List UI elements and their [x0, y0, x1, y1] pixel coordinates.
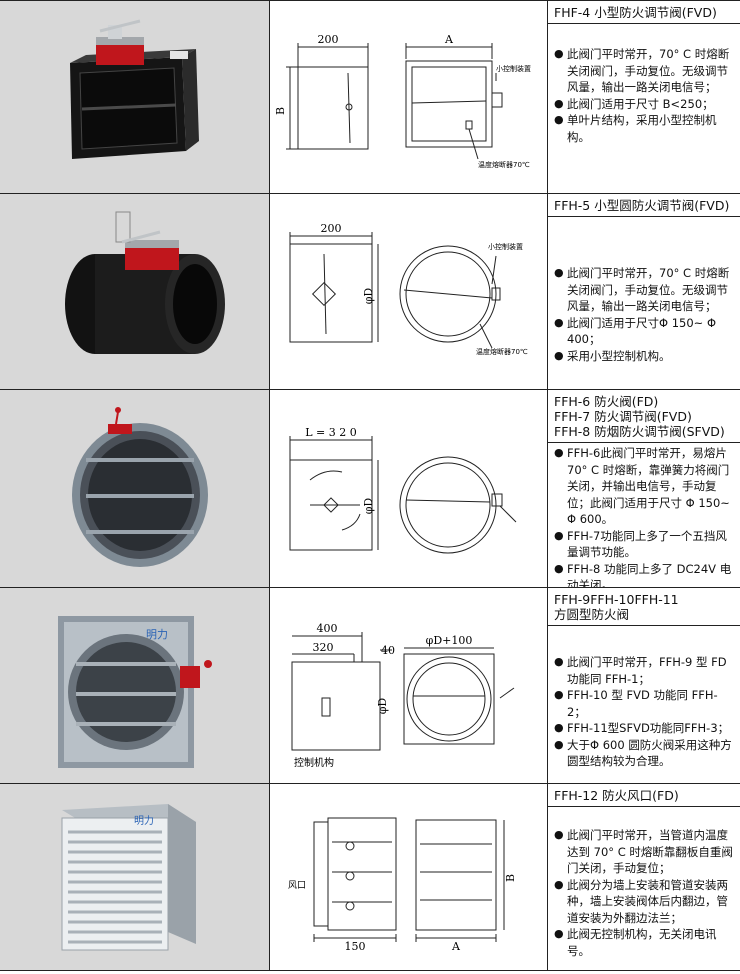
dim-400: 400 [317, 622, 338, 635]
label-control-device: 小控制装置 [488, 242, 523, 251]
dim-b: B [274, 107, 287, 115]
dim-d-plus-100: φD+100 [426, 634, 473, 647]
label-air-port: 风口 [288, 880, 306, 891]
title-line: FFH-8 防烟防火调节阀(SFVD) [554, 424, 725, 439]
title-line: FFH-7 防火调节阀(FVD) [554, 409, 692, 424]
round-damper-photo [65, 211, 225, 354]
spec-panel: FFH-12 防火风口(FD) 此阀门平时常开，当管道内温度达到 70° C 时… [548, 784, 740, 970]
feature-list: FFH-6此阀门平时常开，易熔片70° C 时熔断，靠弹簧力将阀门关闭，并输出电… [548, 445, 740, 594]
title-line: FFH-9FFH-10FFH-11 [554, 592, 679, 607]
technical-drawing: 200 φD 小控制装置 温度熔断器70℃ [270, 194, 548, 389]
brand-logo: 明力 [134, 814, 154, 827]
feature-list: 此阀门平时常开，FFH-9 型 FD 功能同 FFH-1； FFH-10 型 F… [548, 654, 740, 770]
dim-diameter: φD [362, 288, 375, 305]
product-row: 明力 [0, 783, 740, 971]
title-line: FFH-6 防火阀(FD) [554, 394, 659, 409]
fire-damper-drawing: L = 3 2 0 φD [289, 426, 517, 554]
dim-diameter: φD [376, 698, 389, 715]
feature-item: 此阀门平时常开，70° C 时熔断关闭阀门，手动复位。无级调节风量，输出一路关闭… [554, 46, 734, 96]
spec-panel: FHF-4 小型防火调节阀(FVD) 此阀门平时常开，70° C 时熔断关闭阀门… [548, 1, 740, 193]
feature-item: 此阀门适用于尺寸 B<250； [554, 96, 734, 113]
product-title: FFH-6 防火阀(FD) FFH-7 防火调节阀(FVD) FFH-8 防烟防… [548, 390, 740, 443]
dim-a: A [444, 33, 454, 46]
dim-length: L = 3 2 0 [305, 426, 357, 439]
spec-panel: FFH-5 小型圆防火调节阀(FVD) 此阀门平时常开，70° C 时熔断关闭阀… [548, 194, 740, 389]
product-photo: 明力 [0, 588, 270, 783]
round-damper-drawing: 200 φD 小控制装置 温度熔断器70℃ [289, 222, 528, 356]
fire-vent-drawing: 150 A B 风口 [288, 817, 517, 953]
product-title: FFH-12 防火风口(FD) [548, 784, 740, 807]
product-photo [0, 1, 270, 193]
feature-item: 此阀无控制机构，无关闭电讯号。 [554, 926, 734, 959]
title-line: FHF-4 小型防火调节阀(FVD) [554, 5, 717, 20]
feature-item: 此阀门平时常开，当管道内温度达到 70° C 时熔断靠翻板自重阀门关闭，手动复位… [554, 827, 734, 877]
product-title: FFH-9FFH-10FFH-11 方圆型防火阀 [548, 588, 740, 626]
feature-item: FFH-7功能同上多了一个五挡风量调节功能。 [554, 528, 734, 561]
dim-320: 320 [313, 641, 334, 654]
feature-list: 此阀门平时常开，70° C 时熔断关闭阀门，手动复位。无级调节风量，输出一路关闭… [548, 265, 740, 364]
title-line: FFH-12 防火风口(FD) [554, 788, 679, 803]
feature-item: 此阀门适用于尺寸Φ 150~ Φ 400； [554, 315, 734, 348]
title-line: FFH-5 小型圆防火调节阀(FVD) [554, 198, 730, 213]
feature-list: 此阀门平时常开，当管道内温度达到 70° C 时熔断靠翻板自重阀门关闭，手动复位… [548, 827, 740, 959]
dim-a: A [451, 940, 461, 953]
title-line: 方圆型防火阀 [554, 607, 630, 622]
dim-b: B [504, 874, 517, 882]
fire-vent-photo: 明力 [61, 804, 196, 951]
dim-150: 150 [345, 940, 366, 953]
dim-diameter: φD [362, 498, 375, 515]
fire-damper-photo [72, 407, 208, 567]
feature-item: 此阀门平时常开，FFH-9 型 FD 功能同 FFH-1； [554, 654, 734, 687]
dim-length: 200 [318, 33, 339, 46]
product-photo [0, 390, 270, 587]
feature-list: 此阀门平时常开，70° C 时熔断关闭阀门，手动复位。无级调节风量，输出一路关闭… [548, 46, 740, 145]
square-round-damper-drawing: 400 320 40 φD+100 φD 控制机构 [291, 622, 515, 769]
dim-length: 200 [321, 222, 342, 235]
label-fuse: 温度熔断器70℃ [478, 160, 530, 169]
technical-drawing: 150 A B 风口 [270, 784, 548, 970]
label-control-mechanism: 控制机构 [294, 756, 334, 769]
square-damper-drawing: 200 A B 小控制装置 温度熔断器70℃ [274, 33, 531, 169]
spec-panel: FFH-6 防火阀(FD) FFH-7 防火调节阀(FVD) FFH-8 防烟防… [548, 390, 740, 592]
feature-item: FFH-11型SFVD功能同FFH-3； [554, 720, 734, 737]
feature-item: 采用小型控制机构。 [554, 348, 734, 365]
feature-item: 大于Φ 600 圆防火阀采用这种方圆型结构较为合理。 [554, 737, 734, 770]
feature-item: 此阀门平时常开，70° C 时熔断关闭阀门，手动复位。无级调节风量，输出一路关闭… [554, 265, 734, 315]
product-row: 明力 400 [0, 587, 740, 783]
dim-40: 40 [381, 644, 395, 657]
brand-logo: 明力 [146, 628, 168, 641]
feature-item: FFH-10 型 FVD 功能同 FFH-2； [554, 687, 734, 720]
product-title: FHF-4 小型防火调节阀(FVD) [548, 1, 740, 24]
product-photo: 明力 [0, 784, 270, 970]
technical-drawing: 200 A B 小控制装置 温度熔断器70℃ [270, 1, 548, 193]
product-title: FFH-5 小型圆防火调节阀(FVD) [548, 194, 740, 217]
feature-item: 此阀分为墙上安装和管道安装两种，墙上安装阀体后内翻边，管道安装为外翻边法兰； [554, 877, 734, 927]
label-control-device: 小控制装置 [496, 64, 531, 73]
spec-panel: FFH-9FFH-10FFH-11 方圆型防火阀 此阀门平时常开，FFH-9 型… [548, 588, 740, 783]
square-damper-photo [70, 19, 199, 159]
feature-item: 单叶片结构，采用小型控制机构。 [554, 112, 734, 145]
product-row: 200 φD 小控制装置 温度熔断器70℃ FFH-5 小型圆防火调节阀(FVD… [0, 193, 740, 389]
product-row: 200 A B 小控制装置 温度熔断器70℃ FHF-4 小型防火调节阀(FVD… [0, 0, 740, 193]
square-round-damper-photo: 明力 [58, 616, 212, 768]
feature-item: FFH-6此阀门平时常开，易熔片70° C 时熔断，靠弹簧力将阀门关闭，并输出电… [554, 445, 734, 528]
product-photo [0, 194, 270, 389]
technical-drawing: 400 320 40 φD+100 φD 控制机构 [270, 588, 548, 783]
technical-drawing: L = 3 2 0 φD [270, 390, 548, 587]
product-row: L = 3 2 0 φD FFH-6 防火阀(FD) FFH-7 防火调节阀(F… [0, 389, 740, 592]
label-fuse: 温度熔断器70℃ [476, 347, 528, 356]
